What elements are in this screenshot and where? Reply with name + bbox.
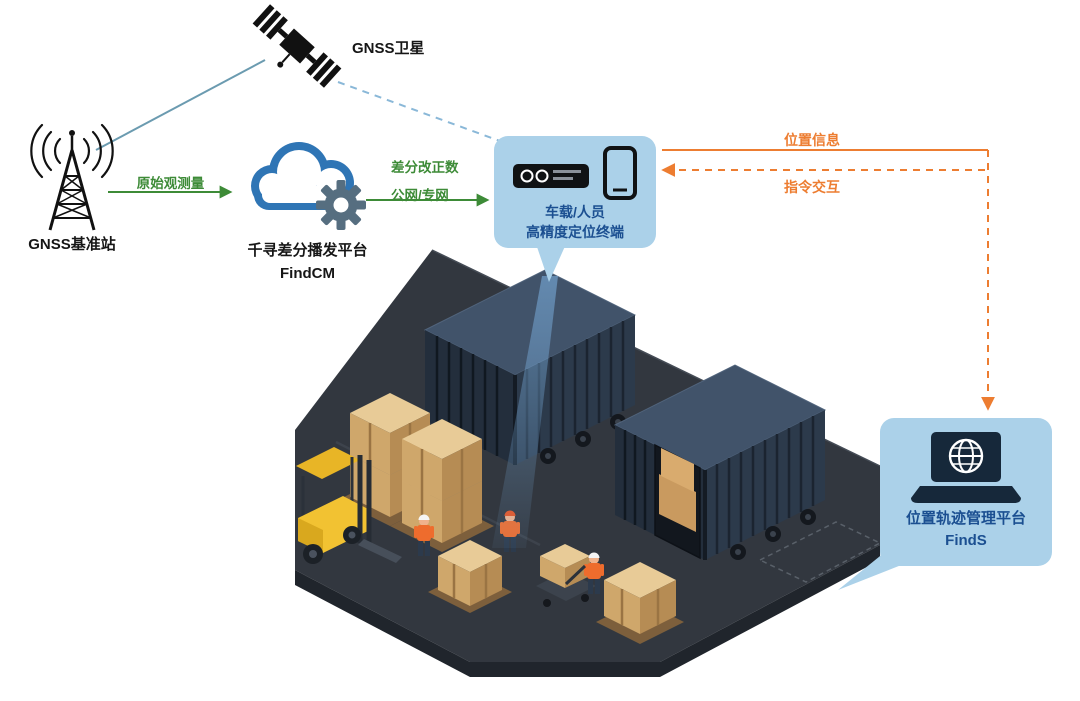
correction-label-line2: 公网/专网 bbox=[391, 188, 449, 203]
cloud-icon bbox=[251, 142, 366, 230]
finds-bubble: 位置轨迹管理平台 FindS bbox=[880, 418, 1052, 566]
cloud-label-line2: FindCM bbox=[280, 265, 335, 283]
finds-device bbox=[911, 432, 1021, 503]
smartphone-icon bbox=[603, 146, 637, 200]
container bbox=[613, 364, 827, 560]
terminal-label-line1: 车载/人员 bbox=[545, 204, 605, 220]
worker-figure bbox=[414, 514, 434, 556]
satellite-label: GNSS卫星 bbox=[352, 40, 425, 57]
cloud-label-line1: 千寻差分播发平台 bbox=[247, 242, 368, 259]
base-station-label: GNSS基准站 bbox=[28, 236, 116, 253]
platform-edge bbox=[295, 545, 880, 677]
base-station-icon bbox=[30, 123, 114, 231]
correction-label: 差分改正数 公网/专网 bbox=[391, 156, 459, 204]
laptop-globe-icon bbox=[911, 432, 1021, 503]
command-interaction-label: 指令交互 bbox=[784, 179, 840, 195]
warehouse-scene bbox=[295, 249, 882, 677]
forklift-icon bbox=[296, 447, 402, 564]
correction-label-line1: 差分改正数 bbox=[391, 160, 459, 175]
gnss-satellite-icon bbox=[252, 4, 342, 88]
raw-observation-label: 原始观测量 bbox=[136, 176, 205, 191]
finds-label-line1: 位置轨迹管理平台 bbox=[905, 510, 1026, 527]
terminal-devices bbox=[513, 146, 637, 200]
pallet-boxes bbox=[390, 419, 494, 552]
pallet-boxes bbox=[428, 540, 512, 613]
terminal-bubble-tail bbox=[536, 244, 566, 282]
terminal-bubble: 车载/人员 高精度定位终端 bbox=[494, 136, 656, 248]
terminal-label-line2: 高精度定位终端 bbox=[526, 224, 624, 241]
cloud-label: 千寻差分播发平台 FindCM bbox=[225, 239, 390, 286]
worker-figure bbox=[584, 552, 604, 594]
satellite-to-base-link bbox=[95, 59, 266, 151]
vehicle-receiver-icon bbox=[513, 164, 589, 188]
finds-label-line2: FindS bbox=[945, 531, 987, 549]
satellite-to-terminal-link bbox=[337, 81, 501, 142]
positioning-beam bbox=[492, 276, 558, 548]
position-info-label: 位置信息 bbox=[784, 132, 840, 148]
gear-icon bbox=[316, 180, 366, 230]
pallet-jack-handle bbox=[564, 564, 587, 586]
pallet-boxes bbox=[596, 562, 684, 644]
marked-zone bbox=[758, 521, 882, 583]
